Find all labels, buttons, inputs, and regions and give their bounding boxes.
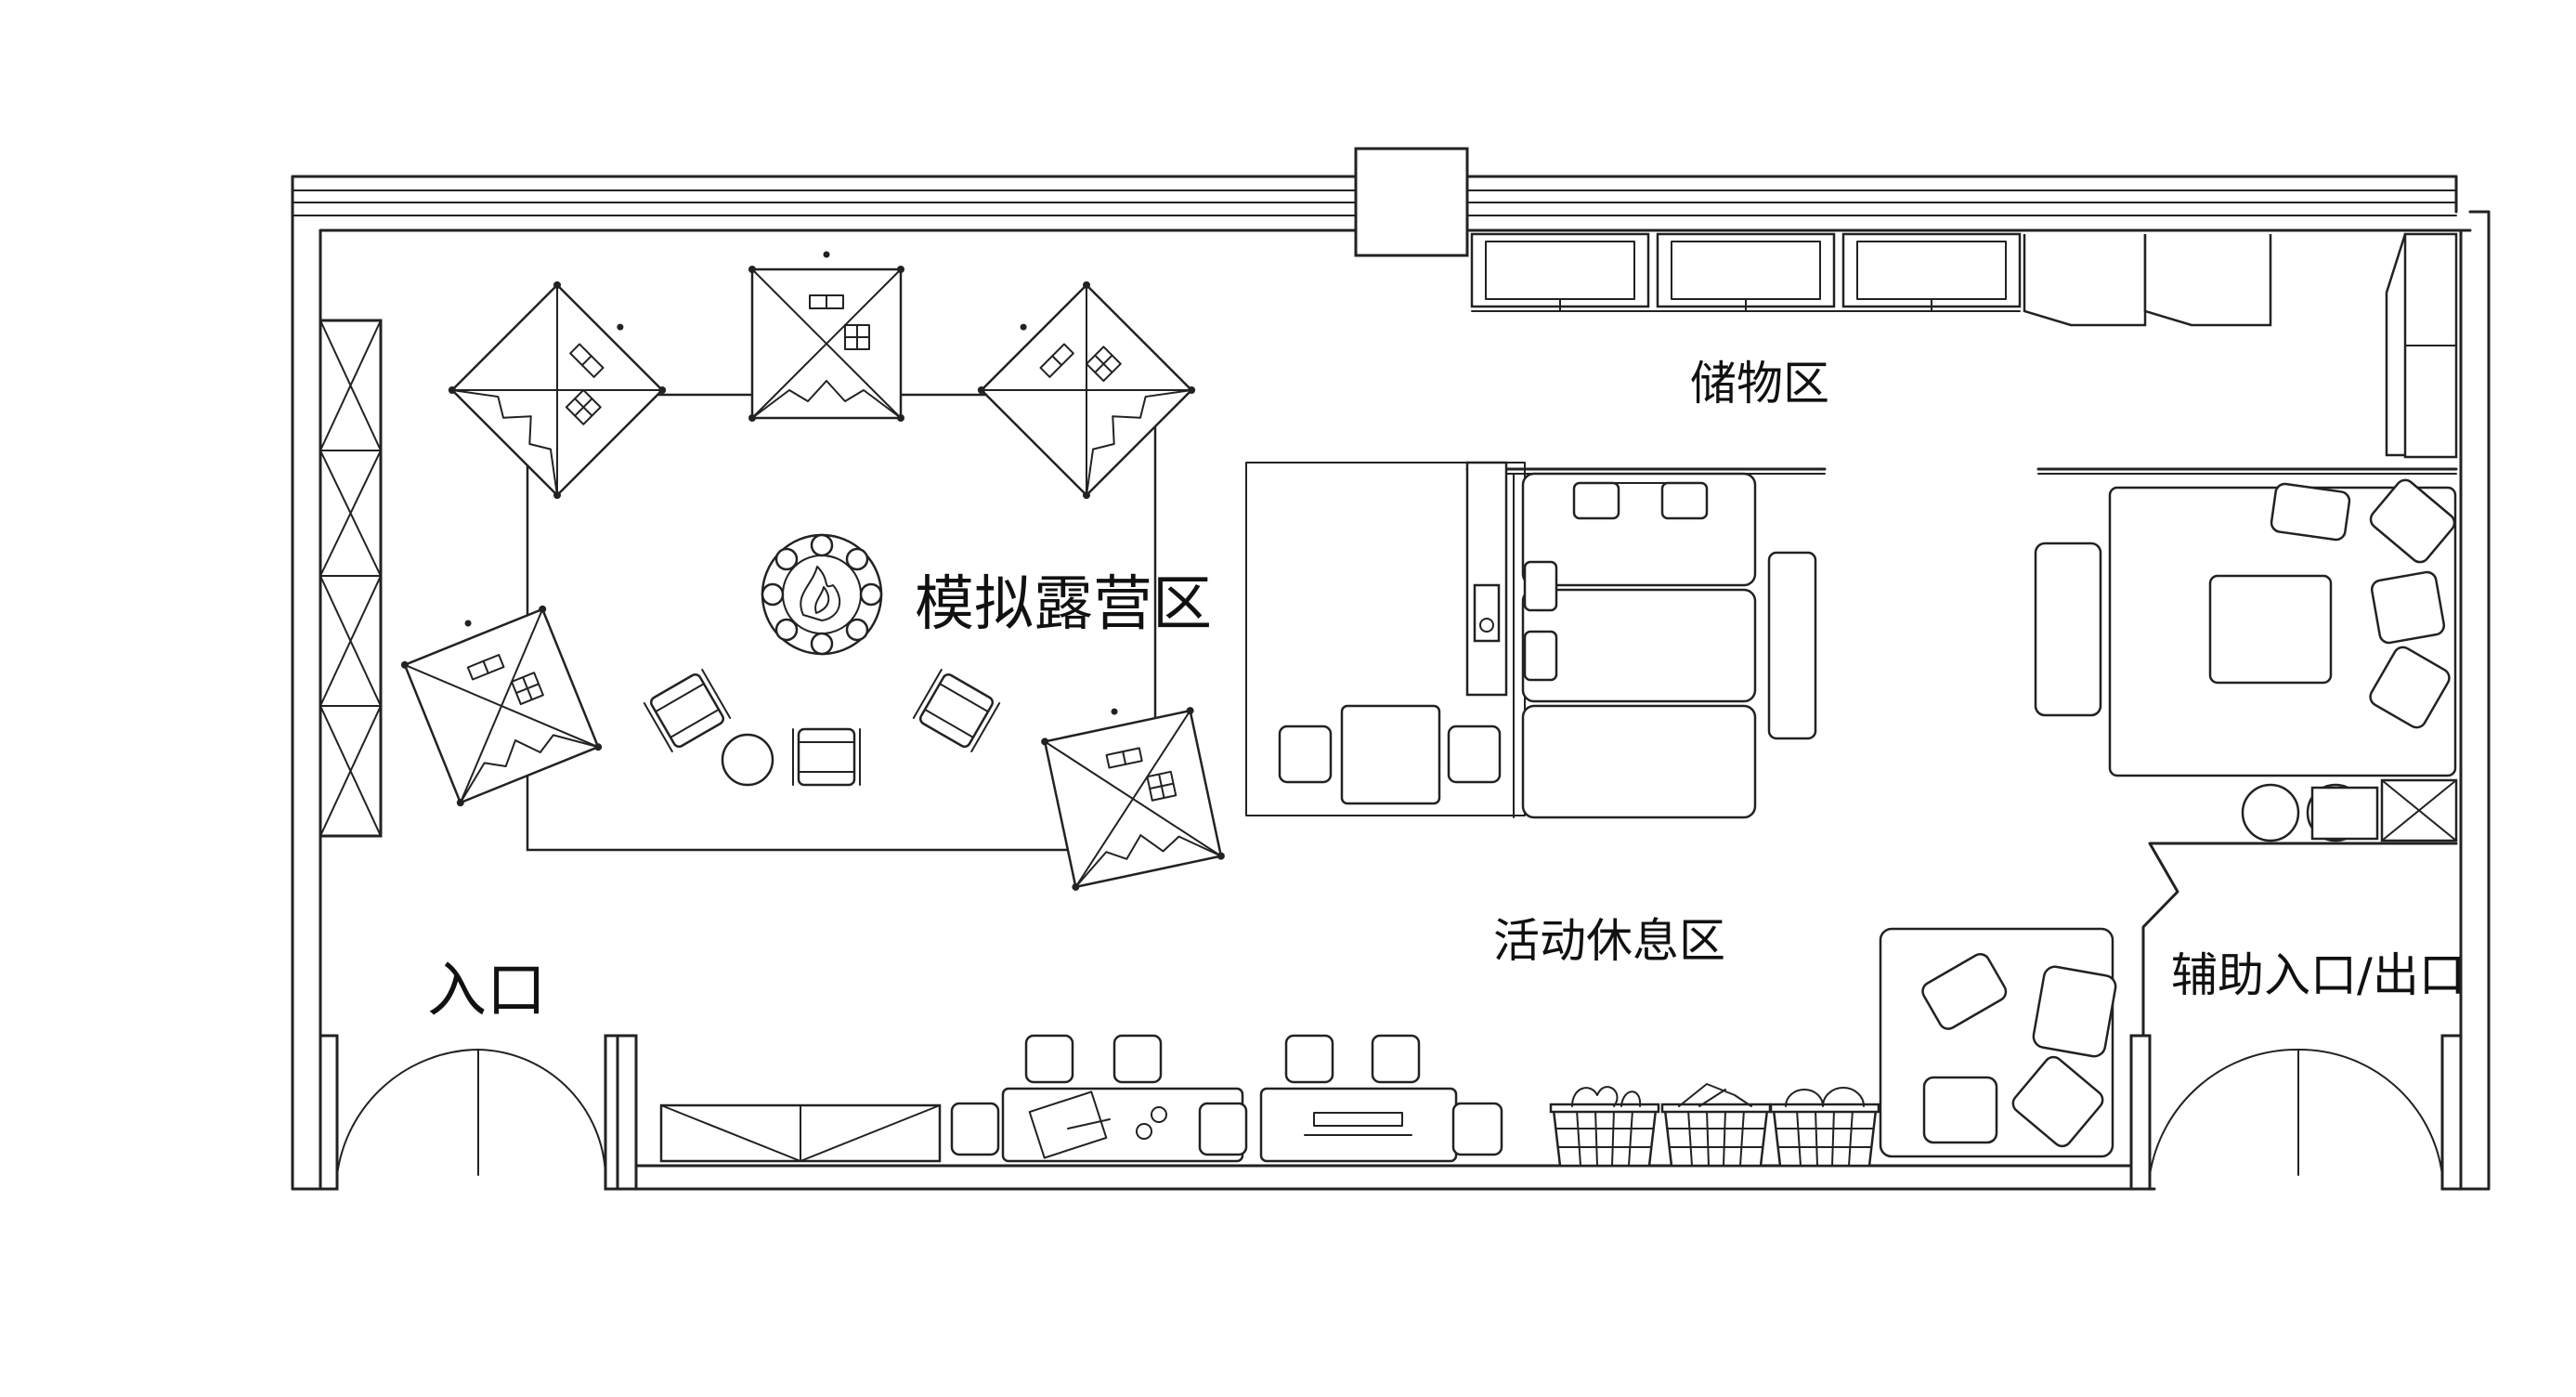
- campfire-icon: [761, 533, 883, 656]
- left-shelf: [319, 319, 383, 838]
- tea-table: [1340, 704, 1441, 805]
- lounge-bench: [2034, 542, 2102, 717]
- craft-table: [950, 1034, 1248, 1163]
- lounge-cushions: [2270, 478, 2456, 729]
- entrance-door: [336, 1049, 606, 1176]
- stool: [1447, 725, 1502, 784]
- tatami-platform: [1513, 472, 1757, 819]
- tent: [747, 250, 906, 424]
- toy-basket: [1769, 1087, 1880, 1168]
- stool: [1278, 725, 1333, 784]
- bench: [1767, 551, 1817, 740]
- zone-label-camping: 模拟露营区: [915, 570, 1212, 639]
- reading-cushions: [1921, 953, 2117, 1148]
- activity-table: [1259, 1034, 1503, 1163]
- sink: [1473, 583, 1501, 643]
- floor-cushions: [1523, 481, 1709, 682]
- zone-label-entrance: 入口: [427, 957, 546, 1025]
- storage-cabinets: [1470, 232, 2458, 459]
- camp-stool: [721, 733, 774, 787]
- toy-basket: [1549, 1086, 1660, 1168]
- coffee-table: [2208, 574, 2333, 685]
- zone-label-aux-entrance: 辅助入口/出口: [2171, 948, 2465, 1002]
- corner-cabinet: [2241, 778, 2458, 842]
- bottom-cabinet: [659, 1103, 942, 1163]
- faucet-icon: [1479, 618, 1494, 633]
- aux-door: [2149, 1048, 2443, 1176]
- outer-walls: [291, 147, 2491, 1191]
- toy-basket: [1660, 1083, 1772, 1168]
- camp-chair: [791, 727, 862, 787]
- zone-label-storage: 储物区: [1690, 357, 1829, 411]
- zone-label-activity: 活动休息区: [1493, 914, 1725, 968]
- counter: [1465, 461, 1508, 697]
